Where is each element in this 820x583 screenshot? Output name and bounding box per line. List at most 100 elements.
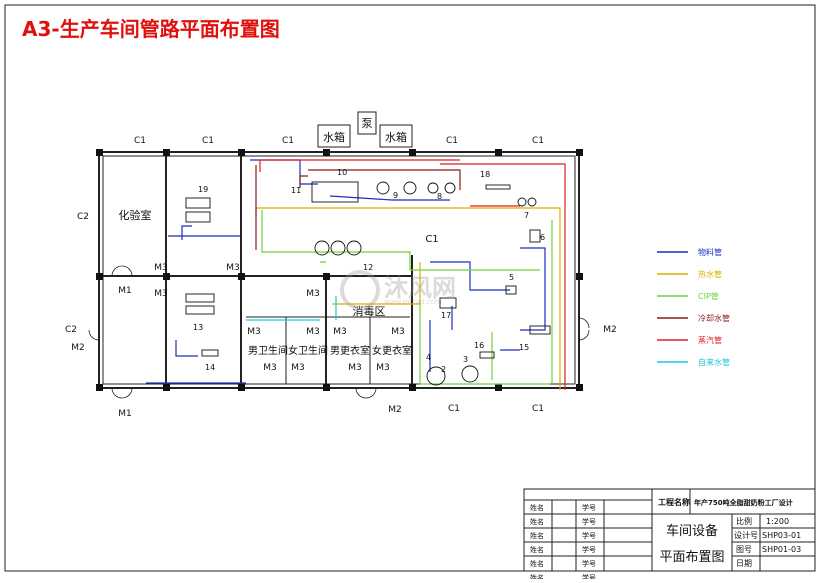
design-no-value: SHP03-01 <box>762 531 801 540</box>
window-c2-label: C2 <box>77 212 89 222</box>
sheet-border <box>4 4 816 572</box>
drawing-title-line2: 平面布置图 <box>659 550 724 565</box>
equipment-9-symbol <box>403 181 417 195</box>
signature-rows: 姓名学号姓名学号姓名学号姓名学号姓名学号姓名学号 <box>530 503 596 582</box>
project-name-value: 年产750吨全脂甜奶粉工厂设计 <box>694 498 793 507</box>
door-swings <box>88 265 590 399</box>
equipment-number-11: 11 <box>291 186 301 195</box>
door-m3-label: M3 <box>391 327 405 337</box>
equipment-18-symbol <box>485 184 511 190</box>
female-locker-label: 女更衣室 <box>372 344 412 357</box>
equipment-3-symbol <box>461 365 479 383</box>
watermark-text: 沐风网 <box>384 274 456 302</box>
door-m1-label: M1 <box>118 409 132 419</box>
window-c1-label: C1 <box>448 404 460 414</box>
student-id-label: 学号 <box>582 545 596 554</box>
equipment-number-19: 19 <box>198 185 208 194</box>
equipment-number-7: 7 <box>524 211 529 220</box>
equipment-number-4: 4 <box>426 353 431 362</box>
door-m3-label: M3 <box>226 263 240 273</box>
equipment-number-14: 14 <box>205 363 215 372</box>
watermark-url: www.mfcad.com <box>384 298 442 306</box>
equipment-11-symbol <box>311 181 359 203</box>
name-label: 姓名 <box>530 517 544 526</box>
window-c1-label: C1 <box>425 234 438 245</box>
cooling-water-pipe <box>255 165 461 250</box>
name-label: 姓名 <box>530 503 544 512</box>
pump-label: 泵 <box>362 117 373 130</box>
steam-pipe <box>259 159 566 390</box>
door-m3-label: M3 <box>333 327 347 337</box>
pipe-network <box>146 159 566 390</box>
legend-label: 蒸汽管 <box>698 335 722 345</box>
equipment-number-18: 18 <box>480 170 490 179</box>
equipment-12-symbol <box>314 240 330 256</box>
equipment-number-9: 9 <box>393 191 398 200</box>
student-id-label: 学号 <box>582 573 596 579</box>
door-m2-label: M2 <box>388 405 402 415</box>
name-label: 姓名 <box>530 573 544 579</box>
equipment-number-13: 13 <box>193 323 203 332</box>
building-walls <box>98 151 580 389</box>
door-m3-label: M3 <box>376 363 390 373</box>
project-name-label: 工程名称 <box>658 497 690 507</box>
top-rooms: 水箱 泵 水箱 <box>317 111 413 148</box>
equipment-number-8: 8 <box>437 192 442 201</box>
door-m2-label: M2 <box>71 343 85 353</box>
door-m3-label: M3 <box>247 327 261 337</box>
equipment-number-5: 5 <box>509 273 514 282</box>
male-locker-label: 男更衣室 <box>330 344 370 357</box>
door-m3-label: M3 <box>154 289 168 299</box>
water-tank-right-label: 水箱 <box>385 130 407 144</box>
equipment-7-symbol <box>527 197 537 207</box>
equipment-number-10: 10 <box>337 168 347 177</box>
student-id-label: 学号 <box>582 517 596 526</box>
drawing-no-value: SHP01-03 <box>762 545 801 554</box>
equipment-13-symbol <box>185 293 215 303</box>
lab-room-label: 化验室 <box>119 208 152 222</box>
equipment-12-symbol <box>330 240 346 256</box>
equipment-2-symbol <box>426 366 446 386</box>
equipment-7-symbol <box>517 197 527 207</box>
student-id-label: 学号 <box>582 503 596 512</box>
equipment-15-symbol <box>529 325 551 335</box>
window-c2-label: C2 <box>65 325 77 335</box>
cip-pipe <box>261 210 553 385</box>
equipment-number-3: 3 <box>463 355 468 364</box>
equipment-9-symbol <box>376 181 390 195</box>
disinfect-area-label: 消毒区 <box>353 304 386 318</box>
equipment-19-symbol <box>185 197 211 209</box>
drawing-no-label: 图号 <box>736 545 752 554</box>
design-no-label: 设计号 <box>734 530 758 540</box>
scale-value: 1:200 <box>766 517 789 526</box>
name-label: 姓名 <box>530 545 544 554</box>
door-m2-label: M2 <box>603 325 617 335</box>
tap-water-pipe <box>246 296 337 321</box>
legend-label: 冷却水管 <box>698 313 730 323</box>
opening-labels: C1 C1 C1 C1 C1 C1 C1 C1 C2 C2 M1 M1 M2 M… <box>65 136 617 419</box>
equipment-17-symbol <box>439 297 457 309</box>
window-c1-label: C1 <box>446 136 458 146</box>
equipment-13-symbol <box>185 305 215 315</box>
door-m3-label: M3 <box>348 363 362 373</box>
name-label: 姓名 <box>530 531 544 540</box>
window-c1-label: C1 <box>282 136 294 146</box>
window-c1-label: C1 <box>532 136 544 146</box>
title-block <box>523 488 816 572</box>
equipment-symbols <box>185 181 551 386</box>
door-m3-label: M3 <box>306 327 320 337</box>
equipment-number-17: 17 <box>441 311 451 320</box>
equipment-number-15: 15 <box>519 343 529 352</box>
door-m3-label: M3 <box>263 363 277 373</box>
window-c1-label: C1 <box>202 136 214 146</box>
equipment-14-symbol <box>201 349 219 357</box>
legend-label: 热水管 <box>698 269 722 279</box>
door-m3-label: M3 <box>291 363 305 373</box>
name-label: 姓名 <box>530 559 544 568</box>
equipment-12-symbol <box>346 240 362 256</box>
equipment-6-symbol <box>529 229 541 243</box>
door-m1-label: M1 <box>118 286 132 296</box>
